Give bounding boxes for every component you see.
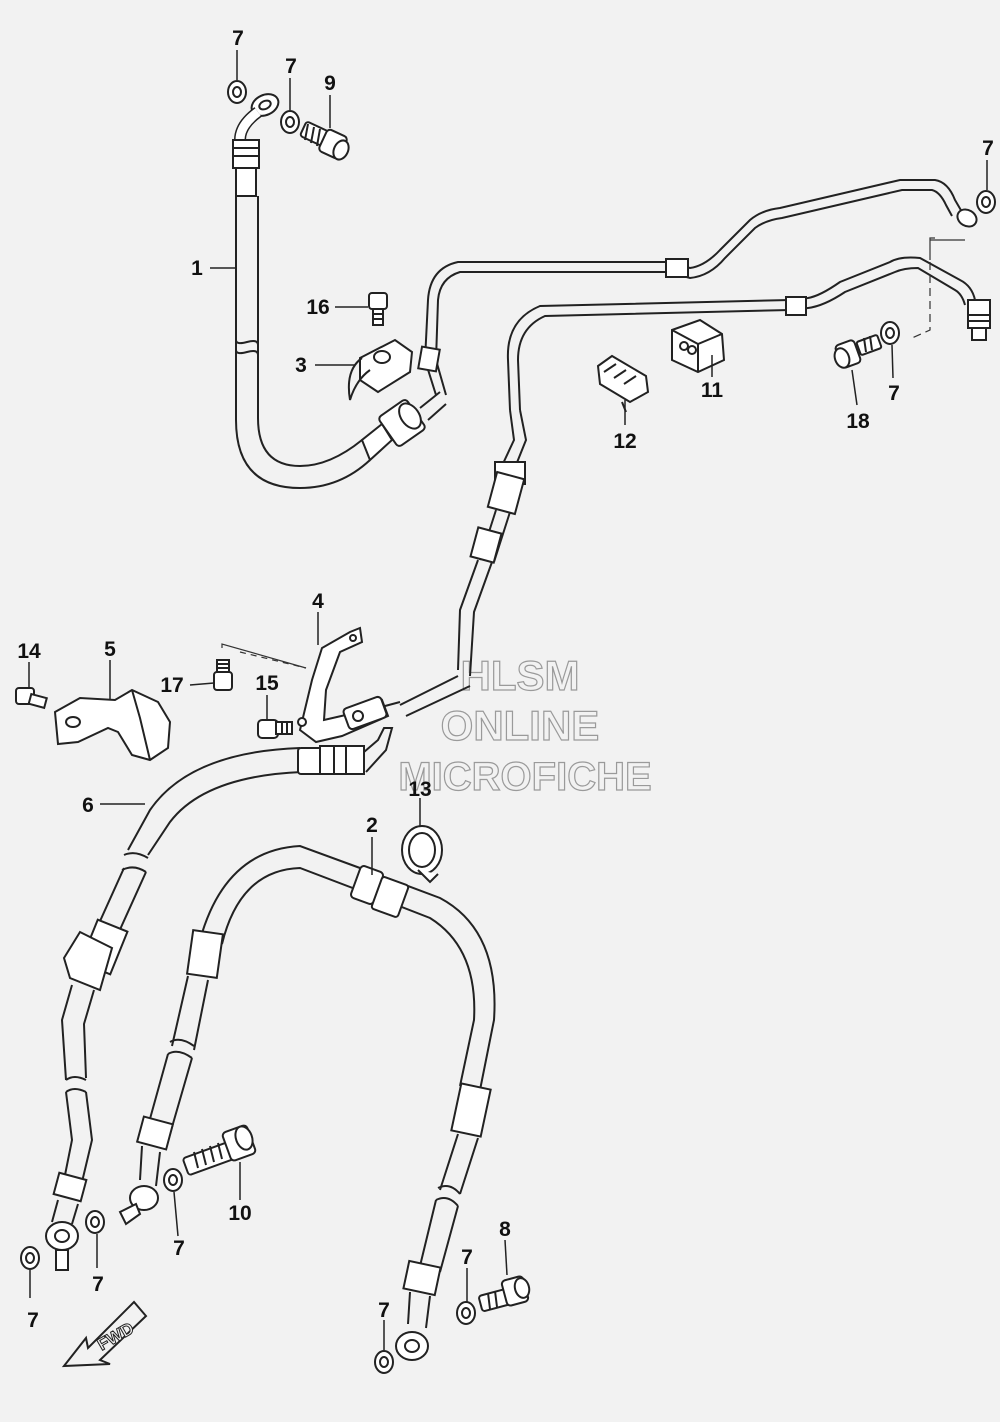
watermark-line2: ONLINE <box>441 702 600 749</box>
callout-4: 4 <box>312 590 324 613</box>
washer-7a[interactable] <box>227 80 247 104</box>
callout-18: 18 <box>846 410 870 433</box>
part-10-union-bolt[interactable] <box>182 1124 257 1176</box>
callout-7-right: 7 <box>888 382 900 405</box>
washer-7c[interactable] <box>976 190 996 214</box>
callout-16: 16 <box>306 296 329 319</box>
part-15-bolt[interactable] <box>257 719 293 739</box>
part-16-bolt[interactable] <box>368 292 388 326</box>
part-5-bracket[interactable] <box>53 688 172 762</box>
callout-11: 11 <box>701 379 724 402</box>
forward-direction-arrow: FWD <box>61 1300 148 1368</box>
part-3-clamp[interactable] <box>347 338 414 401</box>
watermark-line3: MICROFICHE <box>398 755 651 799</box>
part-14-bolt[interactable] <box>15 687 48 710</box>
brake-pipes-upper[interactable] <box>399 179 991 717</box>
part-13-clamp[interactable] <box>401 825 443 884</box>
washer-7b[interactable] <box>280 110 300 134</box>
callout-13: 13 <box>408 778 431 801</box>
washer-7e[interactable] <box>20 1246 40 1270</box>
callout-10: 10 <box>228 1202 251 1225</box>
callout-3: 3 <box>295 354 307 377</box>
callout-7-bottom: 7 <box>378 1299 390 1322</box>
part-17-bolt[interactable] <box>213 659 233 691</box>
callout-7-bottom-right: 7 <box>461 1246 473 1269</box>
callout-7-bottom-left: 7 <box>27 1309 39 1332</box>
callout-6: 6 <box>82 794 94 817</box>
callout-2: 2 <box>366 814 378 837</box>
callout-17: 17 <box>160 674 183 697</box>
washer-7i[interactable] <box>374 1350 394 1374</box>
part-6-brake-hose-left[interactable] <box>45 727 394 1271</box>
watermark: HLSM ONLINE MICROFICHE <box>398 651 653 799</box>
washer-7d[interactable] <box>880 321 900 345</box>
part-2-brake-hose-main[interactable] <box>118 844 496 1361</box>
part-4-bracket[interactable] <box>297 626 401 744</box>
callout-7-right-top: 7 <box>982 137 994 160</box>
callout-12: 12 <box>613 430 636 453</box>
part-12-clip[interactable] <box>596 354 650 413</box>
callout-7-bottom-mid: 7 <box>173 1237 185 1260</box>
watermark-line1: HLSM <box>461 652 580 699</box>
part-8-union-bolt[interactable] <box>478 1275 531 1312</box>
callout-labels: 7 7 9 1 16 3 7 11 12 18 7 4 14 5 17 15 6… <box>17 27 994 1332</box>
callout-14: 14 <box>17 640 41 663</box>
callout-7-top-left: 7 <box>232 27 244 50</box>
callout-8: 8 <box>499 1218 511 1241</box>
part-18-union-bolt[interactable] <box>832 334 883 370</box>
callout-15: 15 <box>255 672 279 695</box>
callout-1: 1 <box>191 257 203 280</box>
callout-7-top: 7 <box>285 55 297 78</box>
callout-7-bottom-left-2: 7 <box>92 1273 104 1296</box>
washer-7f[interactable] <box>85 1210 105 1234</box>
washer-7h[interactable] <box>456 1301 476 1325</box>
washer-7g[interactable] <box>163 1168 183 1192</box>
part-11-clip[interactable] <box>671 318 726 374</box>
part-1-upper-brake-hose[interactable] <box>232 90 447 490</box>
part-7-washers <box>20 80 996 1374</box>
part-9-union-bolt[interactable] <box>299 121 352 162</box>
leader-lines-left <box>221 643 307 669</box>
callout-9: 9 <box>324 72 336 95</box>
callout-leaders <box>28 50 988 1350</box>
leader-lines-right <box>911 237 965 339</box>
callout-5: 5 <box>104 638 116 661</box>
